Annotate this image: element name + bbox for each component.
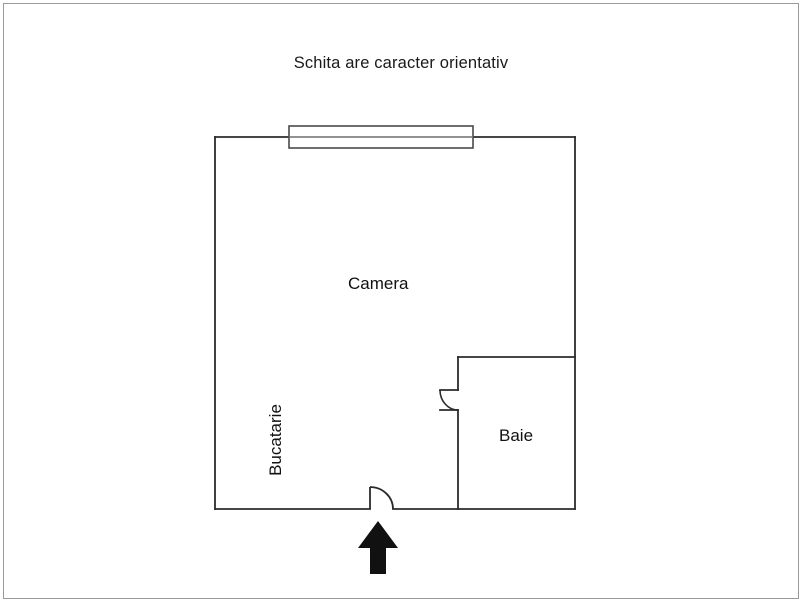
room-label-camera: Camera [348,274,409,293]
bathroom-door-swing-arc [439,389,459,411]
entry-door-icon [369,486,394,510]
page-title: Schita are caracter orientativ [293,54,509,72]
room-label-bucatarie: Bucatarie [266,404,285,476]
entrance-arrow-icon [358,521,398,574]
bathroom-door-icon [439,389,459,411]
room-label-baie: Baie [499,426,534,445]
wall-group [214,136,576,510]
entry-door-swing-arc [369,486,394,510]
